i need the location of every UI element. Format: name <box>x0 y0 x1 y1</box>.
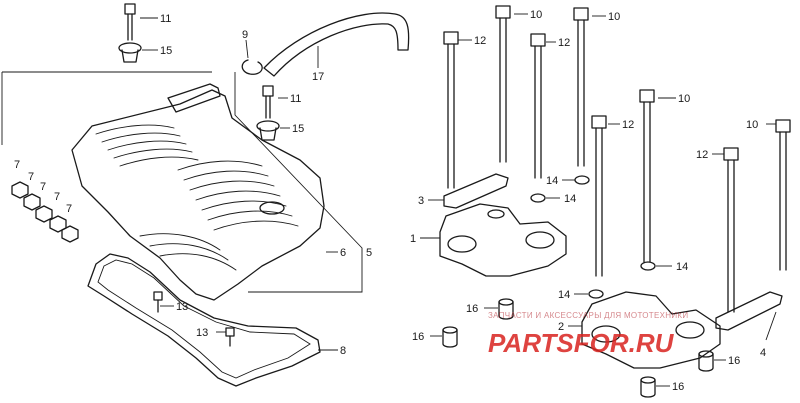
callout-9: 9 <box>242 29 248 41</box>
dowel-pin-16-a <box>498 298 514 320</box>
stud-12-c <box>591 115 607 277</box>
callout-1: 1 <box>410 233 416 245</box>
callout-3: 3 <box>418 195 424 207</box>
oil-pipe-bracket-right <box>715 291 783 331</box>
callout-16: 16 <box>466 303 478 315</box>
head-cover <box>71 89 325 301</box>
holder-right-bore-b <box>675 321 705 339</box>
bolt-11-top <box>124 3 136 41</box>
callout-11: 11 <box>160 13 171 25</box>
callout-14: 14 <box>558 289 570 301</box>
callout-16: 16 <box>672 381 684 393</box>
bolt-13-upper <box>153 291 163 313</box>
callout-12: 12 <box>622 119 634 131</box>
cover-cap <box>259 201 285 215</box>
callout-15: 15 <box>292 123 304 135</box>
callout-2: 2 <box>558 321 564 333</box>
callout-7: 7 <box>28 171 34 183</box>
callout-7: 7 <box>40 181 46 193</box>
callout-16: 16 <box>412 331 424 343</box>
washer-14-b <box>530 193 546 203</box>
callout-10: 10 <box>530 9 542 21</box>
callout-10: 10 <box>678 93 690 105</box>
bolt-11-middle <box>262 85 274 119</box>
washer-14-a <box>574 175 590 185</box>
stud-12-d <box>723 147 739 313</box>
holder-left-boss <box>487 209 505 219</box>
holder-right-bore-a <box>591 325 621 343</box>
grommet-15-top <box>118 42 142 63</box>
callout-5: 5 <box>366 247 372 259</box>
stud-10-b <box>573 7 589 167</box>
hose-clamp <box>241 59 263 75</box>
callout-15: 15 <box>160 45 172 57</box>
stud-12-a <box>443 31 459 189</box>
callout-12: 12 <box>696 149 708 161</box>
holder-left-bore-a <box>447 235 477 253</box>
cover-gasket-inner <box>97 259 311 379</box>
callout-10: 10 <box>746 119 758 131</box>
callout-17: 17 <box>312 71 324 83</box>
stud-12-b <box>530 33 546 179</box>
washer-14-d <box>588 289 604 299</box>
dowel-pin-16-d <box>640 376 656 398</box>
stud-10-c <box>639 89 655 263</box>
callout-7: 7 <box>14 159 20 171</box>
callout-7: 7 <box>54 191 60 203</box>
callout-12: 12 <box>474 35 486 47</box>
stud-10-a <box>495 5 511 163</box>
dowel-pin-16-b <box>442 326 458 348</box>
cooling-fins <box>95 124 299 271</box>
callout-6: 6 <box>340 247 346 259</box>
callout-14: 14 <box>564 193 576 205</box>
callout-11: 11 <box>290 93 301 105</box>
watermark: ЗАПЧАСТИ И АКСЕССУАРЫ ДЛЯ МОТОТЕХНИКИ PA… <box>488 311 688 358</box>
callout-13: 13 <box>176 301 188 313</box>
callout-14: 14 <box>546 175 558 187</box>
holder-left-bore-b <box>525 231 555 249</box>
camshaft-holder-right <box>581 291 721 369</box>
breather-nipple <box>167 83 221 113</box>
oil-pipe-bracket <box>443 173 509 209</box>
callout-10: 10 <box>608 11 620 23</box>
grommet-15-middle <box>256 120 280 141</box>
cap-nuts-7 <box>11 181 79 243</box>
callout-8: 8 <box>340 345 346 357</box>
callout-16: 16 <box>728 355 740 367</box>
bolt-13-lower <box>225 327 235 347</box>
watermark-brand: PARTSFOR.RU <box>488 328 675 358</box>
callout-14: 14 <box>676 261 688 273</box>
head-cover-group <box>1 3 410 387</box>
breather-hose <box>263 12 410 77</box>
cover-gasket <box>87 253 321 387</box>
callout-labels: 11 15 9 17 11 15 5 6 7 7 7 7 7 13 13 8 1… <box>14 9 766 393</box>
callout-4: 4 <box>760 347 766 359</box>
washer-14-c <box>640 261 656 271</box>
cam-holder-group <box>439 5 791 398</box>
callout-13: 13 <box>196 327 208 339</box>
cover-bracket-right <box>234 72 363 293</box>
dowel-pin-16-c <box>698 350 714 372</box>
stud-10-d <box>775 119 791 271</box>
leader-lines <box>140 13 777 387</box>
watermark-caption: ЗАПЧАСТИ И АКСЕССУАРЫ ДЛЯ МОТОТЕХНИКИ <box>488 311 688 320</box>
camshaft-holder-left <box>439 203 567 277</box>
callout-7: 7 <box>66 203 72 215</box>
callout-12: 12 <box>558 37 570 49</box>
